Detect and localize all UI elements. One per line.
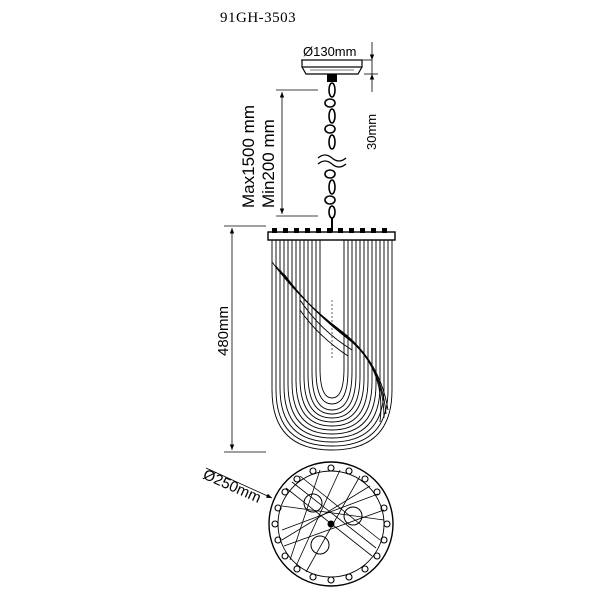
chain-length-dimension: Max1500 mm Min200 mm (239, 89, 318, 217)
canopy-diameter-label: Ø130mm (303, 44, 356, 59)
hanging-chain (324, 82, 336, 219)
body-height-dimension: 480mm (215, 225, 266, 453)
chain-min-label: Min200 mm (259, 119, 278, 208)
body-height-label: 480mm (215, 306, 232, 356)
chain-break-symbol (317, 154, 347, 168)
fixture-bottom-view (268, 461, 394, 587)
canopy-height-label: 30mm (364, 114, 379, 150)
canopy-diameter-dimension: Ø130mm (301, 44, 372, 61)
model-number: 91GH-3503 (220, 10, 296, 26)
ceiling-canopy (301, 59, 363, 82)
body-diameter-dimension: Ø250mm (200, 466, 273, 507)
fixture-side-view (267, 218, 396, 451)
chain-max-label: Max1500 mm (239, 105, 258, 208)
canopy-height-dimension: 30mm (364, 42, 379, 150)
body-diameter-label: Ø250mm (200, 466, 263, 507)
